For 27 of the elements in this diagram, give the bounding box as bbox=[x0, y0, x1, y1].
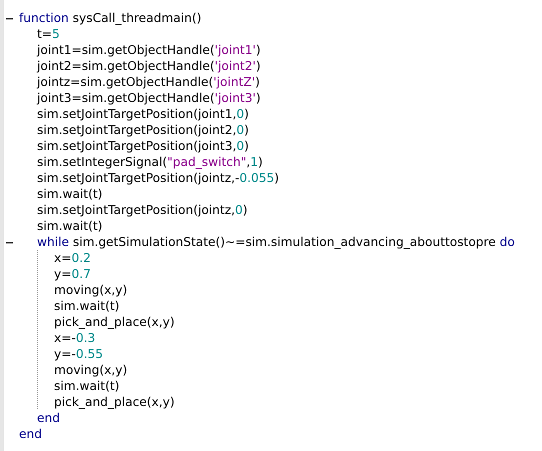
code-line: sim.setJointTargetPosition(joint3,0) bbox=[37, 138, 249, 154]
code-line: sim.setJointTargetPosition(joint2,0) bbox=[37, 122, 249, 138]
code-line: sim.setJointTargetPosition(jointz,-0.055) bbox=[37, 170, 280, 186]
code-line: function sysCall_threadmain() bbox=[19, 10, 202, 26]
code-line: sim.wait(t) bbox=[37, 218, 102, 234]
code-line: sim.wait(t) bbox=[54, 378, 120, 394]
code-line: sim.setJointTargetPosition(joint1,0) bbox=[37, 106, 249, 122]
code-line: x=-0.3 bbox=[54, 330, 96, 346]
code-line: joint2=sim.getObjectHandle('joint2') bbox=[37, 58, 261, 74]
code-line: jointz=sim.getObjectHandle('jointZ') bbox=[37, 74, 260, 90]
code-line: t=5 bbox=[37, 26, 60, 42]
code-line: sim.wait(t) bbox=[54, 298, 120, 314]
code-line: pick_and_place(x,y) bbox=[54, 314, 175, 330]
code-line: end bbox=[19, 426, 42, 442]
code-line: while sim.getSimulationState()~=sim.simulation_advancing_abouttostopre do bbox=[37, 234, 515, 250]
code-line: moving(x,y) bbox=[54, 362, 128, 378]
code-line: joint3=sim.getObjectHandle('joint3') bbox=[37, 90, 261, 106]
code-line: sim.wait(t) bbox=[37, 186, 102, 202]
code-line: x=0.2 bbox=[54, 250, 91, 266]
code-line: sim.setIntegerSignal("pad_switch",1) bbox=[37, 154, 263, 170]
code-line: end bbox=[37, 410, 60, 426]
code-line: y=-0.55 bbox=[54, 346, 103, 362]
code-line: pick_and_place(x,y) bbox=[54, 394, 175, 410]
code-line: joint1=sim.getObjectHandle('joint1') bbox=[37, 42, 261, 58]
code-line: moving(x,y) bbox=[54, 282, 128, 298]
code-line: y=0.7 bbox=[54, 266, 91, 282]
code-line: sim.setJointTargetPosition(jointz,0) bbox=[37, 202, 248, 218]
